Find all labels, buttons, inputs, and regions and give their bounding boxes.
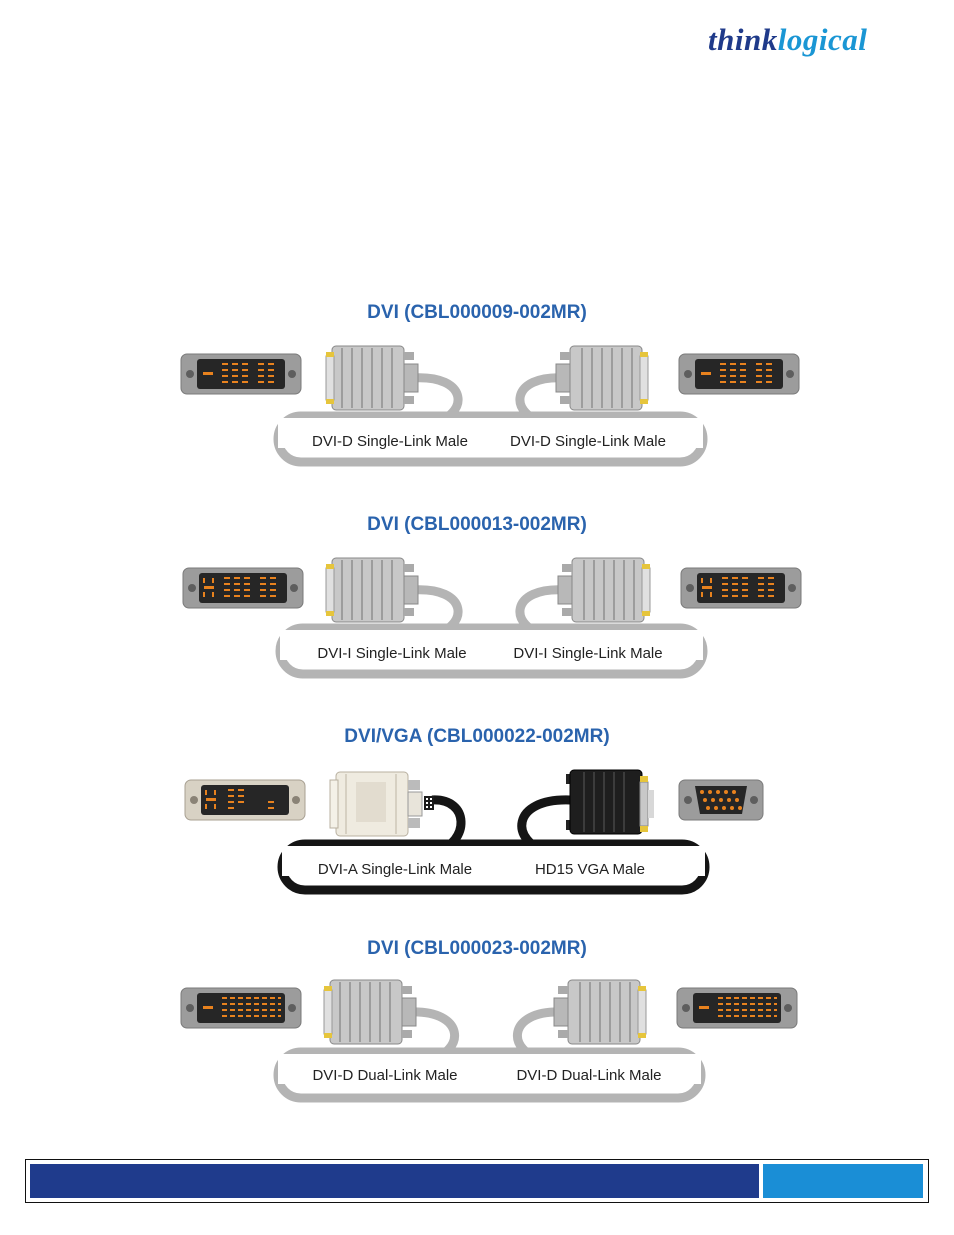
dvi-plug-left-icon — [323, 979, 417, 1045]
left-connector-label: DVI-D Single-Link Male — [312, 433, 468, 450]
right-connector-label: DVI-D Single-Link Male — [510, 433, 666, 450]
vga-port-icon — [678, 779, 764, 821]
cable-title: DVI (CBL000023-002MR) — [367, 938, 587, 959]
dvi-plug-left-icon — [325, 345, 419, 411]
dvi-plug-right-icon — [557, 557, 651, 623]
dvi-a-port-left-icon — [184, 779, 306, 821]
dvi-plug-left-icon — [325, 557, 419, 623]
page-footer — [25, 1159, 929, 1203]
dvi-plug-right-icon — [553, 979, 647, 1045]
dvi-plug-right-icon — [555, 345, 649, 411]
label-band — [280, 630, 703, 660]
right-connector-label: DVI-I Single-Link Male — [513, 645, 662, 662]
dvi-a-plug-icon — [329, 771, 434, 837]
logo-think-text: think — [708, 22, 778, 57]
left-connector-label: DVI-A Single-Link Male — [318, 861, 472, 878]
cable-diagram: DVI-A Single-Link Male HD15 VGA Male — [184, 769, 764, 895]
right-connector-label: DVI-D Dual-Link Male — [516, 1067, 661, 1084]
cable-diagram: DVI-D Dual-Link Male DVI-D Dual-Link Mal… — [180, 979, 798, 1103]
right-connector-label: HD15 VGA Male — [535, 861, 645, 878]
dvi-port-right-icon — [678, 353, 800, 395]
vga-plug-icon — [566, 769, 654, 835]
left-connector-label: DVI-I Single-Link Male — [317, 645, 466, 662]
footer-bar-page — [763, 1164, 923, 1198]
cable-diagram: DVI-D Single-Link Male DVI-D Single-Link… — [180, 345, 800, 467]
footer-bar-main — [30, 1164, 759, 1198]
dvi-port-left-icon — [180, 353, 302, 395]
cable-title: DVI (CBL000009-002MR) — [367, 302, 587, 323]
dvi-i-port-left-icon — [182, 567, 304, 609]
cable-title: DVI (CBL000013-002MR) — [367, 514, 587, 535]
left-connector-label: DVI-D Dual-Link Male — [312, 1067, 457, 1084]
dvi-i-port-right-icon — [680, 567, 802, 609]
dvi-dual-port-right-icon — [676, 987, 798, 1029]
logo-logical-text: logical — [777, 22, 868, 57]
label-band — [278, 418, 703, 448]
cable-diagram: DVI-I Single-Link Male DVI-I Single-Link… — [182, 557, 802, 679]
label-band — [278, 1054, 701, 1084]
label-band — [282, 846, 705, 876]
thinklogical-logo: thinklogical — [708, 22, 867, 58]
cable-title: DVI/VGA (CBL000022-002MR) — [344, 726, 610, 747]
dvi-dual-port-left-icon — [180, 987, 302, 1029]
